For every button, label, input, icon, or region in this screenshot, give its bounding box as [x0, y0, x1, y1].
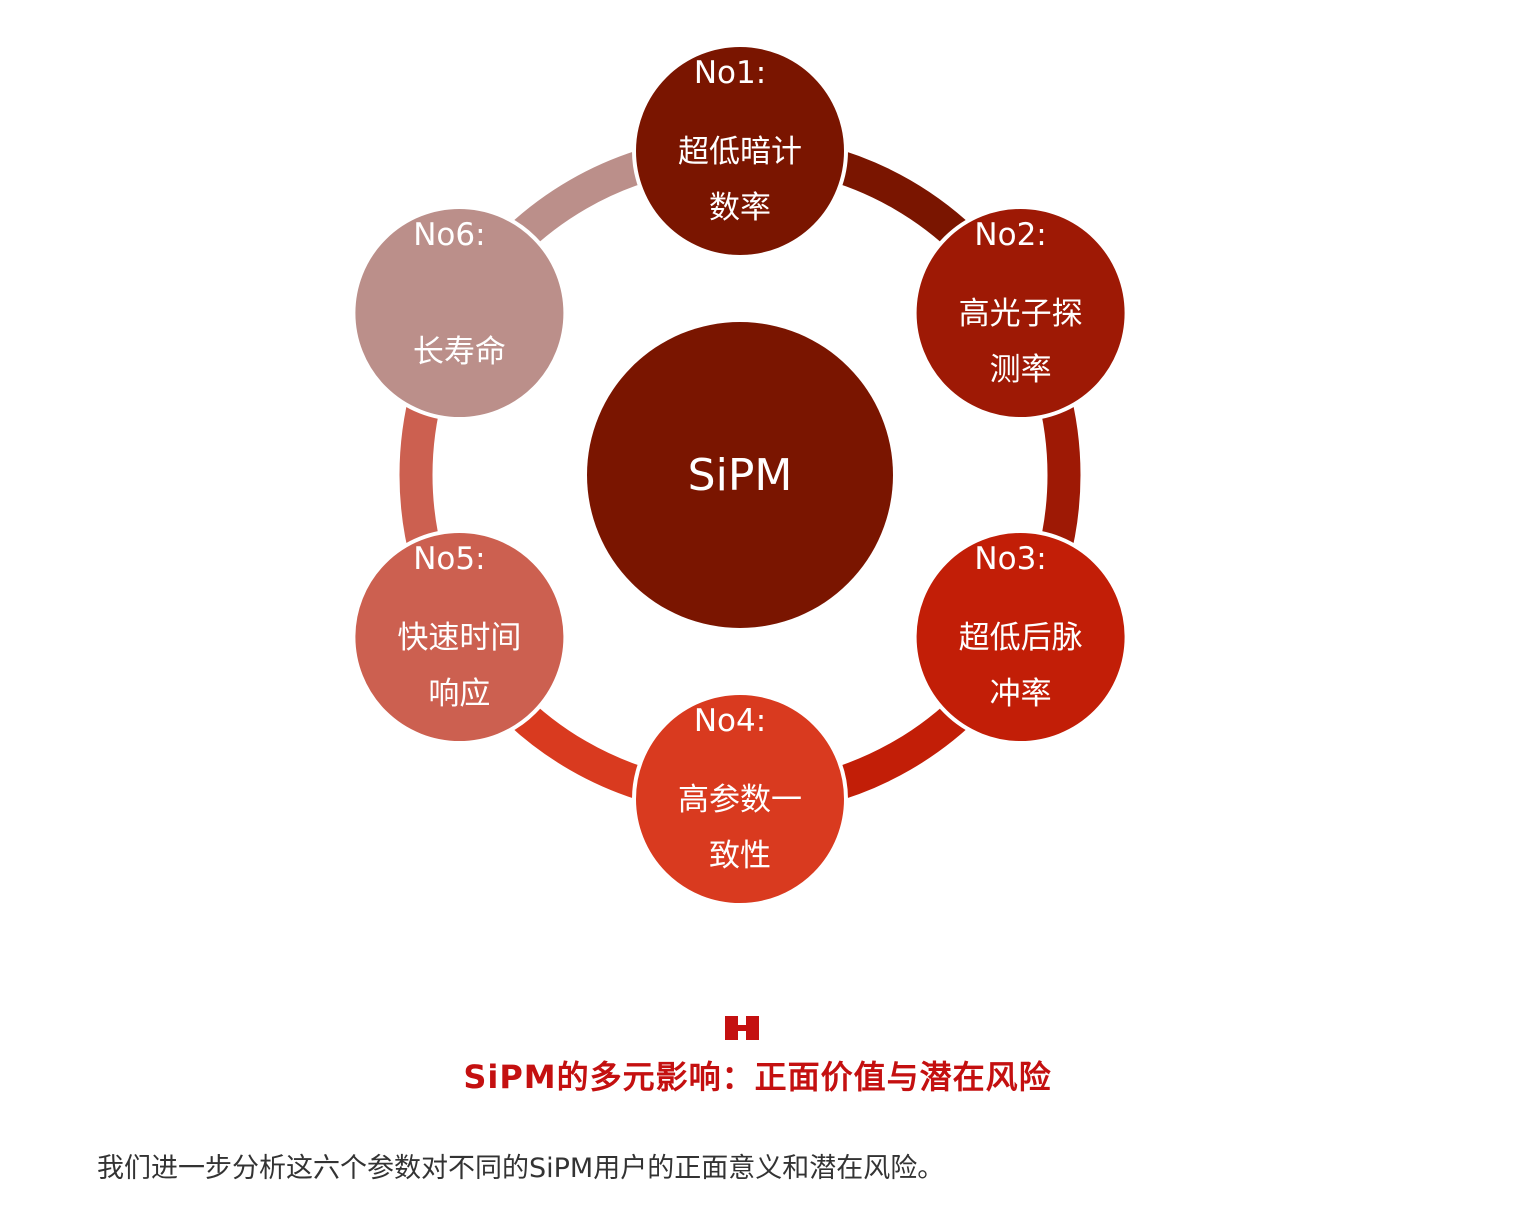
node-label-line: 致性 — [709, 838, 771, 874]
node-number: No2: — [974, 217, 1046, 253]
center-circle-group: SiPM — [587, 322, 893, 628]
node-circle — [351, 529, 568, 745]
node-label-line: 长寿命 — [413, 334, 506, 370]
node-circle — [351, 205, 568, 421]
node-circle — [632, 43, 848, 259]
node-number: No1: — [694, 55, 766, 91]
node-label-line: 冲率 — [990, 676, 1052, 712]
node-label-line: 数率 — [709, 190, 771, 226]
node-circle — [912, 529, 1129, 745]
node-number: No4: — [694, 703, 766, 739]
node-label-line: 测率 — [990, 352, 1052, 388]
node-number: No3: — [974, 541, 1046, 577]
node-label-line: 响应 — [428, 676, 490, 712]
section-title: SiPM的多元影响：正面价值与潜在风险 — [463, 1058, 1052, 1096]
node-circle — [912, 205, 1129, 421]
parameter-node-6: No6: 长寿命 — [351, 205, 568, 421]
node-label-line: 快速时间 — [397, 620, 521, 656]
node-circle — [632, 691, 848, 907]
h-block-icon — [725, 1016, 759, 1040]
body-paragraph: 我们进一步分析这六个参数对不同的SiPM用户的正面意义和潜在风险。 — [97, 1153, 945, 1184]
node-label-line: 超低后脉 — [959, 620, 1083, 656]
node-number: No6: — [413, 217, 485, 253]
node-label-line: 高光子探 — [959, 296, 1083, 332]
center-label: SiPM — [688, 450, 793, 501]
center-circle — [587, 322, 893, 628]
node-label-line: 高参数一 — [678, 782, 802, 818]
node-number: No5: — [413, 541, 485, 577]
node-label-line: 超低暗计 — [678, 134, 802, 170]
